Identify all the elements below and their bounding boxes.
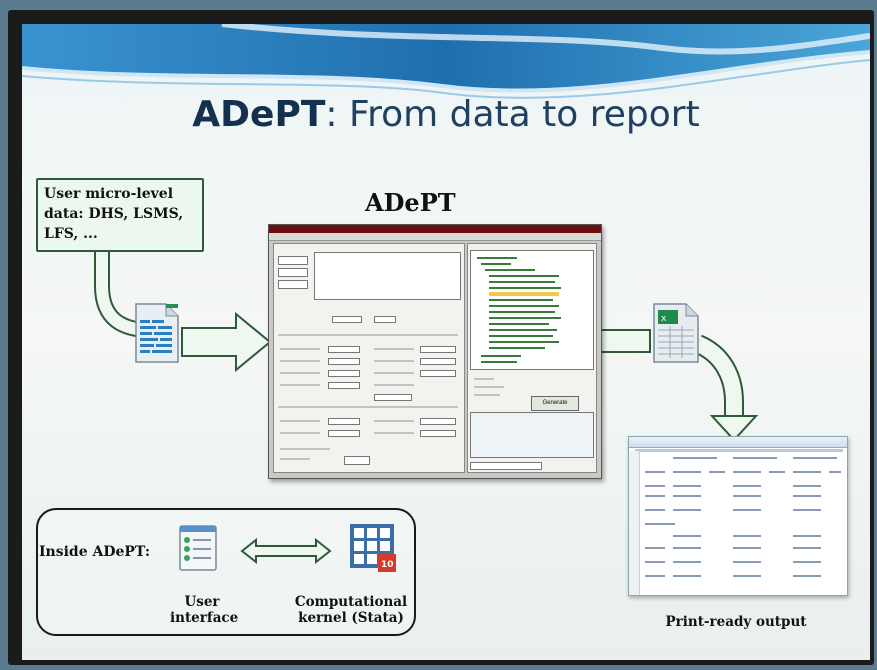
svg-text:10: 10 xyxy=(381,560,394,570)
double-arrow-icon xyxy=(240,538,332,564)
input-data-box: User micro-level data: DHS, LSMS, LFS, .… xyxy=(36,178,204,252)
log-panel xyxy=(470,412,594,458)
slide: ADePT: From data to report User micro-le… xyxy=(22,24,870,660)
title-bold: ADePT xyxy=(192,94,326,135)
title-rest: : From data to report xyxy=(325,94,700,135)
output-tree xyxy=(470,250,594,370)
data-file-icon xyxy=(135,303,179,363)
user-interface-label: User interface xyxy=(170,594,239,626)
left-pane xyxy=(273,243,465,473)
output-label: Print-ready output xyxy=(665,614,807,630)
print-output-preview xyxy=(628,436,848,596)
svg-text:x: x xyxy=(661,314,667,324)
kernel-label: Computational kernel (Stata) xyxy=(294,594,408,626)
adept-label: ADePT xyxy=(365,188,456,217)
window-menubar xyxy=(269,233,601,241)
inside-adept-label: Inside ADePT: xyxy=(39,544,151,560)
window-titlebar xyxy=(269,225,601,233)
generate-button[interactable]: Generate xyxy=(531,396,579,411)
adept-app-window: Generate xyxy=(268,224,602,479)
stata-kernel-icon: 10 xyxy=(350,524,396,572)
user-interface-icon xyxy=(179,525,217,571)
spreadsheet-icon: x xyxy=(653,303,699,363)
slide-title: ADePT: From data to report xyxy=(22,94,870,135)
header-swoosh xyxy=(22,24,870,99)
right-pane xyxy=(467,243,597,473)
